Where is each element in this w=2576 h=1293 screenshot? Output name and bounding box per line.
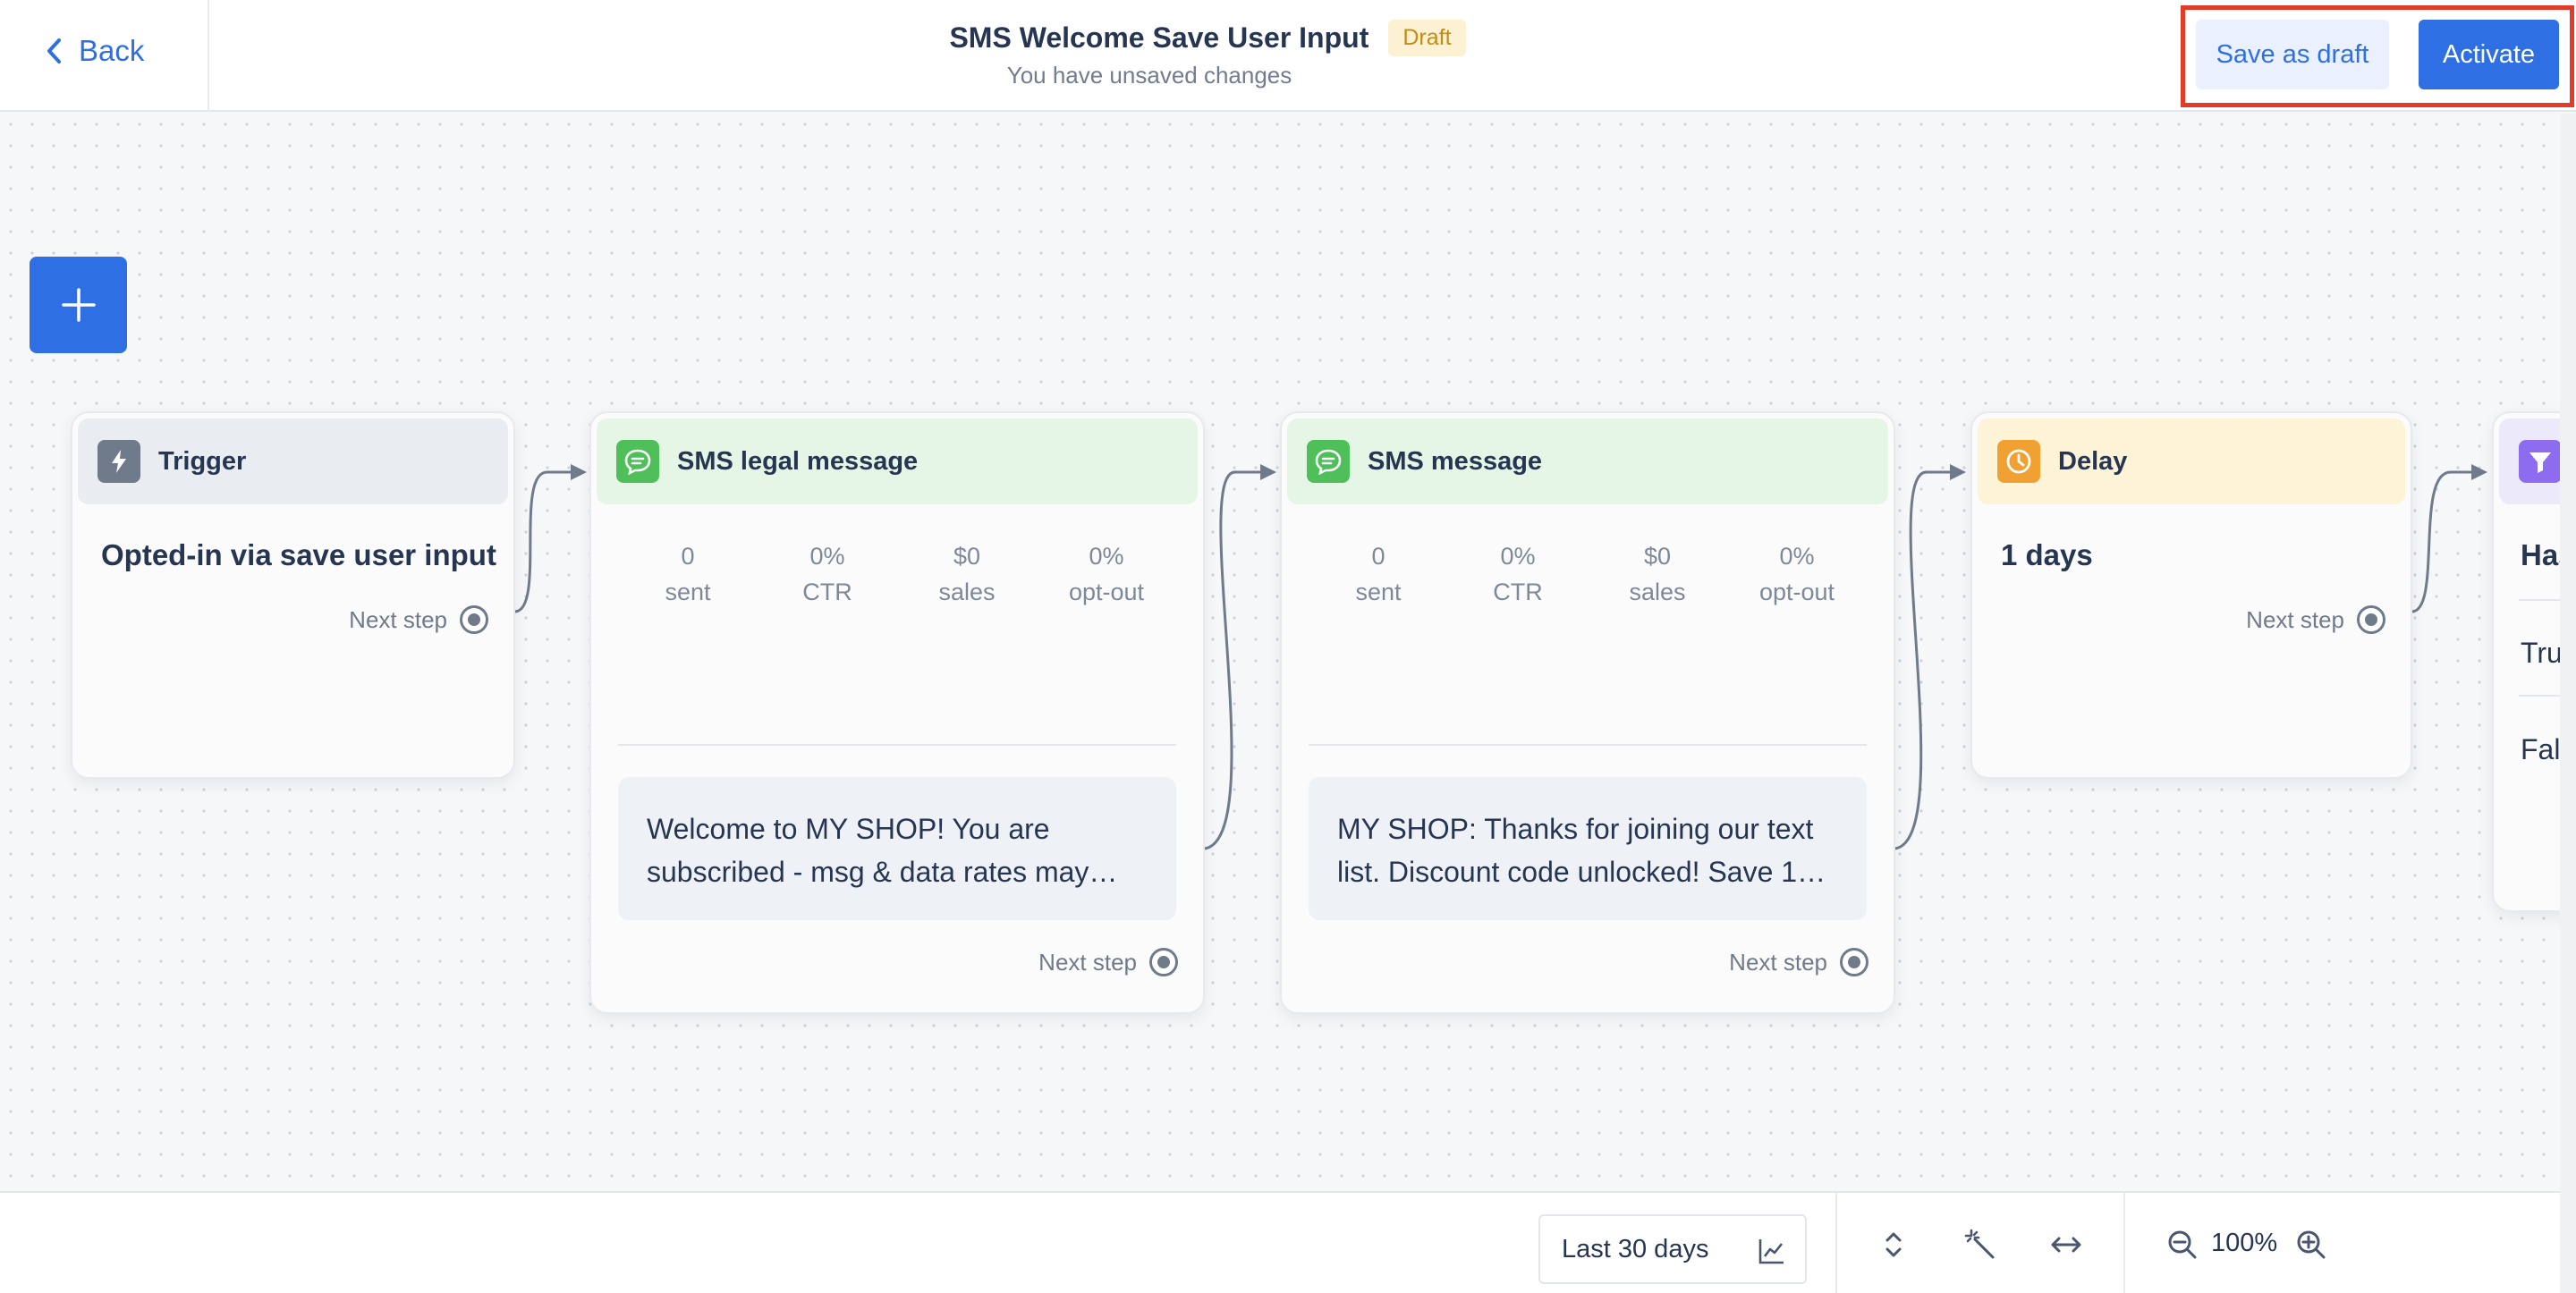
stat-opt-out: 0%opt-out — [1758, 543, 1835, 605]
auto-layout-button[interactable] — [1959, 1223, 2002, 1266]
activate-button[interactable]: Activate — [2419, 20, 2559, 89]
sms-legal-message-preview: Welcome to MY SHOP! You are subscribed -… — [618, 777, 1176, 920]
top-bar: Back SMS Welcome Save User Input Draft Y… — [0, 0, 2576, 112]
date-range-label: Last 30 days — [1562, 1234, 1709, 1263]
zoom-out-icon — [2168, 1230, 2197, 1259]
toolbar-divider — [1835, 1193, 1837, 1293]
back-label: Back — [79, 34, 145, 67]
plus-icon — [61, 288, 96, 322]
filter-icon — [2519, 440, 2562, 483]
connector-sms-to-delay — [1894, 470, 1952, 850]
delay-node-title: Delay — [2058, 446, 2128, 476]
stats-divider — [1309, 744, 1867, 746]
arrowhead-2 — [1260, 464, 1276, 480]
delay-node[interactable]: Delay 1 days Next step — [1970, 411, 2412, 779]
page-title: SMS Welcome Save User Input — [949, 21, 1369, 54]
delay-next-step[interactable]: Next step — [2246, 605, 2385, 634]
stats-divider — [618, 744, 1176, 746]
expand-vertical-button[interactable] — [1872, 1223, 1915, 1266]
header-divider — [208, 0, 209, 112]
delay-node-header: Delay — [1978, 418, 2405, 504]
next-step-label: Next step — [1038, 948, 1137, 976]
fit-width-button[interactable] — [2045, 1223, 2088, 1266]
connector-sms-legal-to-sms — [1204, 470, 1261, 850]
trigger-node-header: Trigger — [78, 418, 508, 504]
branch-divider — [2519, 599, 2576, 601]
arrowhead-4 — [2471, 464, 2487, 480]
magic-wand-icon — [1964, 1229, 1995, 1259]
next-step-label: Next step — [2246, 605, 2344, 633]
vertical-scrollbar[interactable] — [2560, 114, 2576, 1293]
arrows-horizontal-icon — [2051, 1237, 2081, 1253]
sms-node-title: SMS message — [1368, 446, 1543, 476]
trigger-next-step[interactable]: Next step — [349, 605, 488, 634]
chevrons-up-down-icon — [1885, 1232, 1902, 1257]
zoom-in-icon — [2297, 1230, 2326, 1259]
sms-message-preview: MY SHOP: Thanks for joining our text lis… — [1309, 777, 1867, 920]
chevron-left-icon — [47, 38, 61, 63]
stat-ctr: 0%CTR — [1493, 543, 1543, 605]
arrowhead-1 — [571, 464, 587, 480]
zoom-level: 100% — [2211, 1229, 2278, 1257]
next-step-label: Next step — [349, 605, 447, 633]
trigger-node-title: Trigger — [158, 446, 247, 476]
arrowhead-3 — [1950, 464, 1966, 480]
connector-delay-to-condition — [2411, 470, 2473, 613]
action-highlight-box — [2181, 5, 2574, 107]
date-range-select[interactable]: Last 30 days — [1538, 1214, 1807, 1284]
next-step-label: Next step — [1729, 948, 1827, 976]
output-handle[interactable] — [460, 605, 488, 634]
trigger-condition: Opted-in via save user input — [101, 538, 496, 571]
sms-legal-node-header: SMS legal message — [597, 418, 1198, 504]
lightning-icon — [97, 440, 140, 483]
status-badge: Draft — [1388, 20, 1466, 56]
output-handle[interactable] — [2357, 605, 2385, 634]
trigger-node[interactable]: Trigger Opted-in via save user input Nex… — [71, 411, 515, 779]
zoom-out-button[interactable] — [2161, 1223, 2204, 1266]
save-as-draft-button[interactable]: Save as draft — [2196, 20, 2389, 89]
add-step-button[interactable] — [30, 257, 127, 353]
flow-title-block: SMS Welcome Save User Input Draft You ha… — [894, 20, 1521, 89]
line-chart-icon — [1758, 1239, 1784, 1264]
unsaved-changes-note: You have unsaved changes — [1006, 62, 1292, 89]
stat-opt-out: 0%opt-out — [1068, 543, 1145, 605]
bottom-toolbar: Last 30 days 100% — [0, 1191, 2560, 1293]
output-handle[interactable] — [1840, 948, 1868, 976]
output-handle[interactable] — [1149, 948, 1178, 976]
chat-bubble-icon — [1307, 440, 1350, 483]
clock-icon — [1997, 440, 2040, 483]
sms-legal-next-step[interactable]: Next step — [1038, 948, 1178, 976]
back-button[interactable]: Back — [43, 34, 144, 68]
sms-legal-node-title: SMS legal message — [677, 446, 919, 476]
flow-canvas[interactable]: Trigger Opted-in via save user input Nex… — [0, 114, 2576, 1191]
branch-divider — [2519, 695, 2576, 697]
connector-trigger-to-sms-legal — [514, 470, 572, 613]
toolbar-divider — [2123, 1193, 2125, 1293]
sms-node-header: SMS message — [1287, 418, 1888, 504]
delay-duration: 1 days — [2001, 538, 2093, 571]
sms-next-step[interactable]: Next step — [1729, 948, 1868, 976]
chat-bubble-icon — [616, 440, 659, 483]
stat-ctr: 0%CTR — [802, 543, 852, 605]
zoom-in-button[interactable] — [2290, 1223, 2333, 1266]
